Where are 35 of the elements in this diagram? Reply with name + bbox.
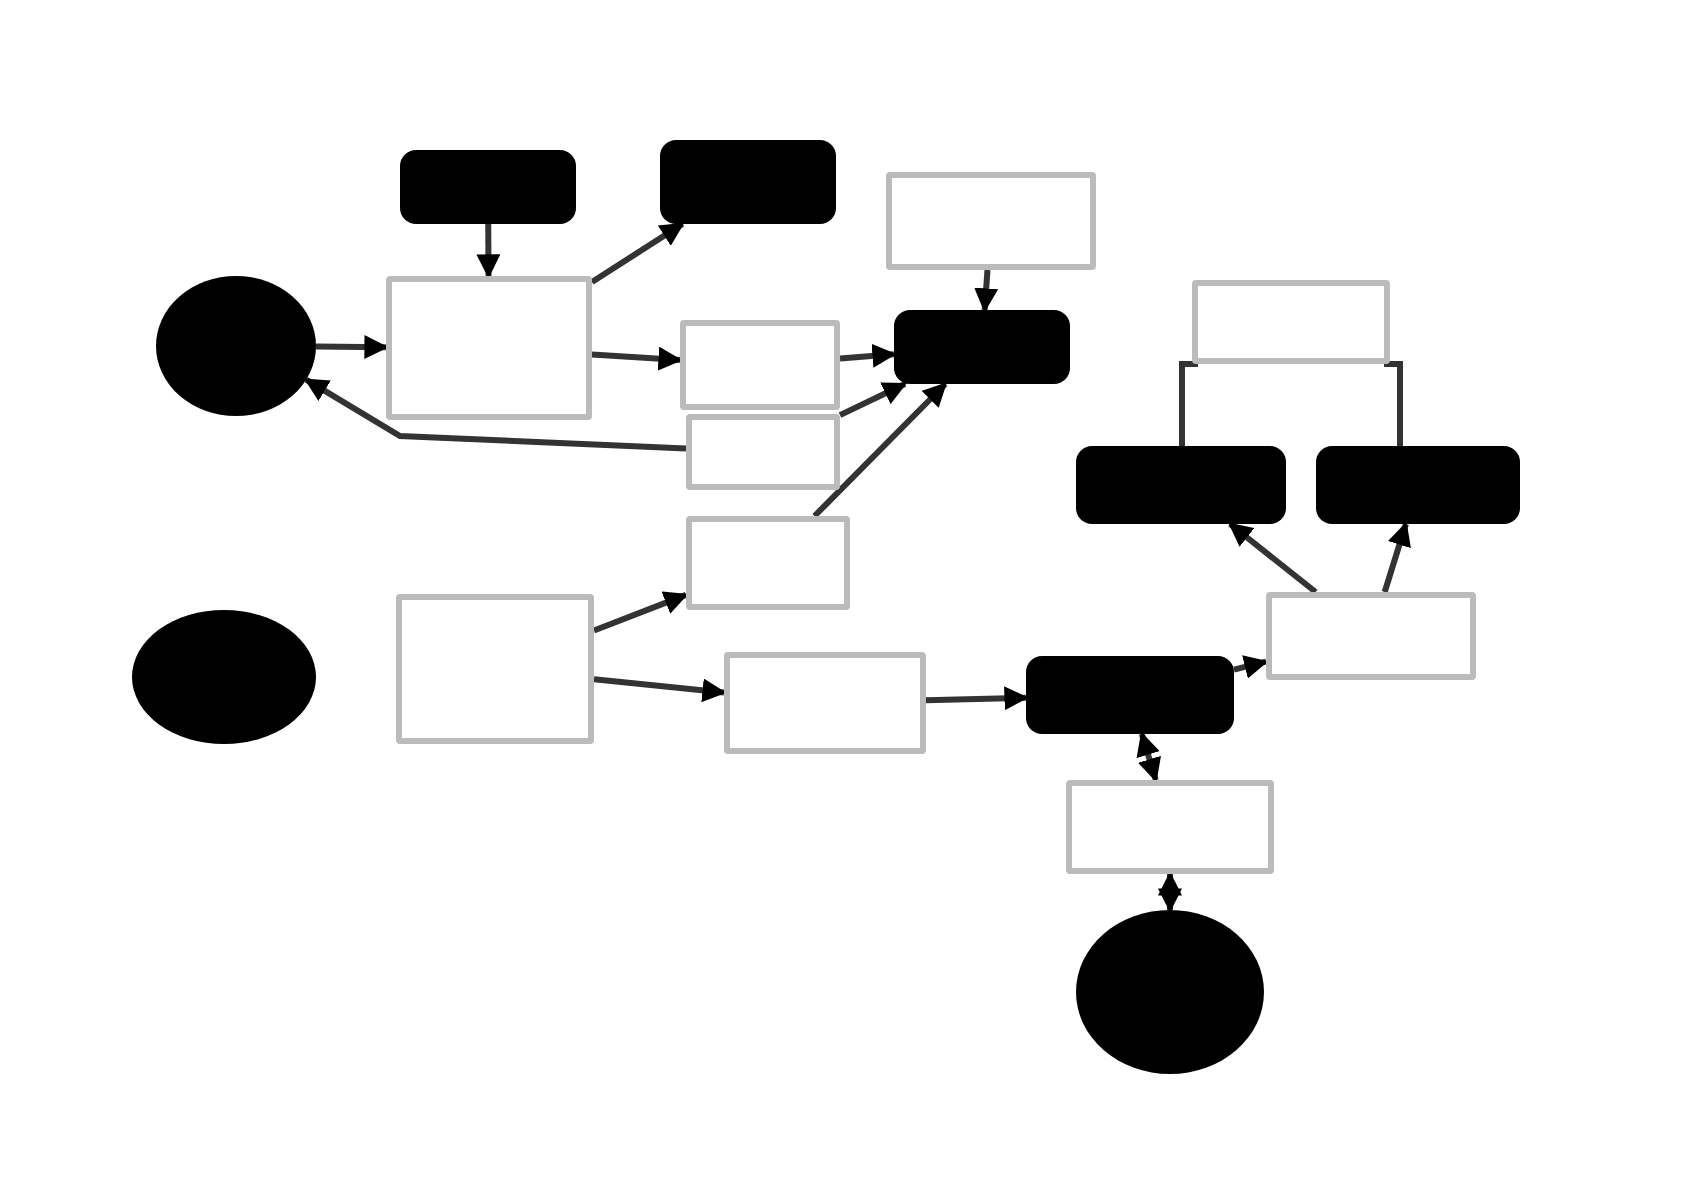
arrow — [812, 381, 948, 519]
arrow — [315, 335, 389, 359]
connector-line — [1384, 361, 1403, 446]
process-box — [886, 172, 1096, 270]
arrow — [1228, 521, 1318, 595]
process-box — [386, 276, 592, 420]
dark-box — [1076, 446, 1286, 524]
arrow — [591, 346, 683, 371]
dark-box — [400, 150, 576, 224]
arrow — [304, 377, 687, 452]
process-box — [1066, 780, 1274, 874]
dark-box — [1316, 446, 1520, 524]
dark-box — [660, 140, 836, 224]
connector-line — [1179, 361, 1198, 446]
process-box — [686, 516, 850, 610]
dark-box — [894, 310, 1070, 384]
process-box — [1266, 592, 1476, 680]
arrow — [1233, 655, 1269, 679]
process-box — [724, 652, 926, 754]
process-box — [686, 414, 840, 490]
process-box — [680, 320, 840, 410]
arrow — [1158, 871, 1182, 913]
arrow — [1381, 521, 1411, 593]
arrow — [593, 676, 727, 703]
arrow — [839, 343, 897, 368]
arrow — [590, 221, 685, 285]
dark-box — [1026, 656, 1234, 734]
arrow — [974, 269, 999, 313]
arrow — [1136, 731, 1161, 783]
arrow — [925, 686, 1029, 711]
process-box — [1192, 280, 1390, 364]
process-box — [396, 594, 594, 744]
arrow — [838, 381, 907, 418]
arrow — [592, 591, 689, 634]
arrow — [476, 223, 501, 279]
